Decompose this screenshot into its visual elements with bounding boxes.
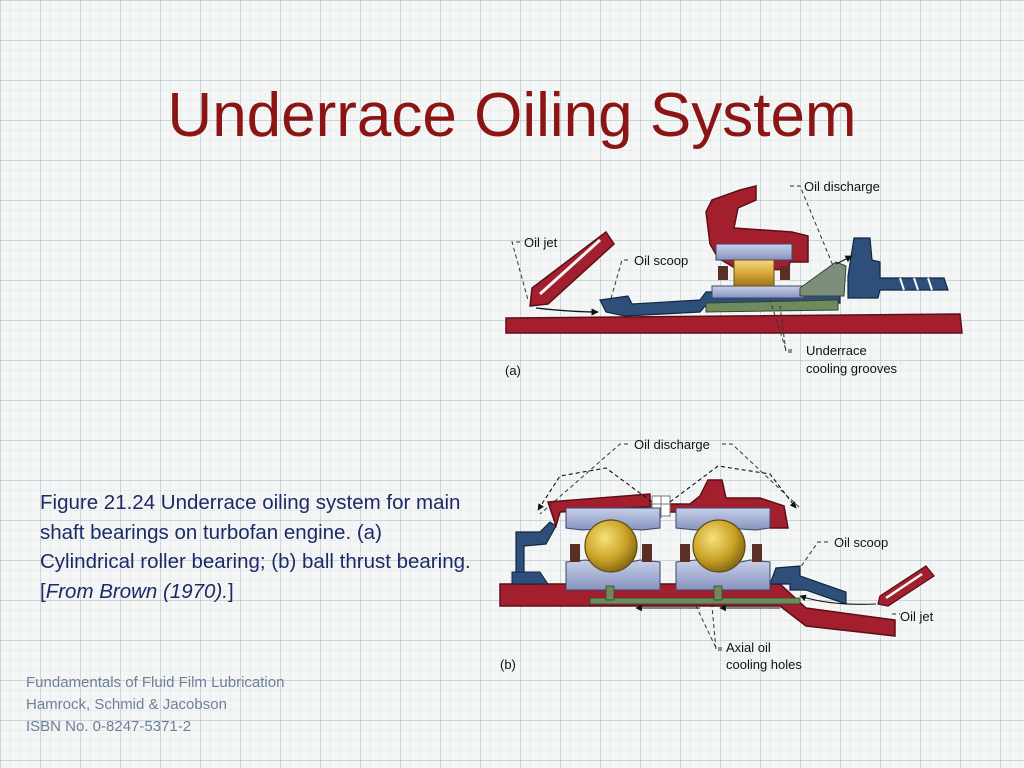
oil-scoop-b — [769, 565, 847, 605]
ball-b-right — [692, 519, 746, 573]
label-cooling-holes-b: cooling holes — [726, 657, 802, 672]
figure-b-diagram: Oil discharge Oil scoop Oil jet Axial oi… — [499, 437, 935, 672]
caption-text: Figure 21.24 Underrace oiling system for… — [40, 491, 471, 603]
figure-a-diagram: Oil discharge Oil jet Oil scoop Underrac… — [505, 179, 963, 378]
figure-caption: Figure 21.24 Underrace oiling system for… — [40, 488, 480, 606]
label-cooling-grooves-a: cooling grooves — [806, 361, 898, 376]
ball-b-left — [584, 519, 638, 573]
footer-isbn: ISBN No. 0-8247-5371-2 — [26, 718, 192, 735]
footer-book-title: Fundamentals of Fluid Film Lubrication — [26, 674, 285, 691]
footer-authors: Hamrock, Schmid & Jacobson — [26, 696, 227, 713]
panel-label-a: (a) — [505, 363, 521, 378]
outer-race-b-right — [675, 507, 771, 531]
outer-race-a — [715, 243, 793, 261]
label-underrace-a: Underrace — [806, 343, 867, 358]
label-oil-discharge-b: Oil discharge — [634, 437, 710, 452]
roller-a — [733, 259, 775, 287]
seal-housing-a — [847, 237, 949, 299]
inner-race-a — [711, 285, 805, 299]
caption-bracket: ] — [227, 579, 234, 603]
label-oil-discharge-a: Oil discharge — [804, 179, 880, 194]
label-oil-jet-a: Oil jet — [524, 235, 558, 250]
shaft-a — [505, 313, 963, 334]
oil-jet-a — [529, 230, 615, 307]
footer-reference: Fundamentals of Fluid Film Lubrication H… — [26, 672, 284, 738]
caption-source: From Brown (1970). — [45, 579, 228, 603]
slide-title: Underrace Oiling System — [167, 81, 857, 150]
shaft-b — [499, 583, 896, 637]
axial-oil-channel-b — [589, 597, 801, 605]
label-axial-oil-b: Axial oil — [726, 640, 771, 655]
panel-label-b: (b) — [500, 657, 516, 672]
support-a — [799, 261, 847, 297]
label-oil-scoop-b: Oil scoop — [834, 535, 888, 550]
label-oil-scoop-a: Oil scoop — [634, 253, 688, 268]
label-oil-jet-b: Oil jet — [900, 609, 934, 624]
